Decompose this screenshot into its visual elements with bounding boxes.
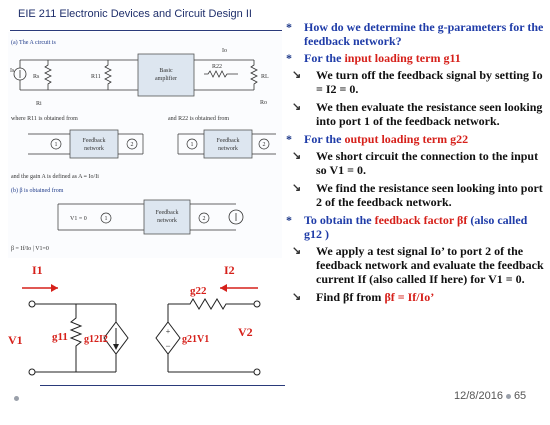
feedback-network-right [203,129,253,159]
fb-b-line1: Feedback [156,210,179,216]
and-r22: and R22 is obtained from [168,115,229,122]
r22-label: R22 [212,64,222,70]
svg-text:−: − [165,341,170,351]
fig-a-label: (a) The A circuit is [11,39,57,46]
fb-right-line2: network [218,146,238,152]
sub-bullet-4-2: ↘Find βf from βf = If/Io’ [292,290,435,304]
fb-right-line1: Feedback [217,138,240,144]
output-loading-term: output loading term g22 [344,132,469,146]
g21v1-dependent-source [155,321,181,355]
g11-resistor [69,304,83,372]
fb-left-port2: 2 [131,142,134,148]
fb-right-port1: 1 [191,142,194,148]
fb-left-port1: 1 [55,142,58,148]
fb-left-line1: Feedback [83,138,106,144]
is-label: Is [10,68,15,74]
g22-label: g22 [190,285,207,297]
bullet-2: * For the input loading term g11 [286,51,461,65]
beta-def: β = If/Io | V1=0 [11,245,49,252]
bullet-1: * How do we determine the g-parameters f… [286,20,544,48]
slide-footer: 12/8/2016 65 [454,390,526,402]
r11-label: R11 [91,74,101,80]
g-parameter-circuit: I1 I2 V1 g11 g12I2 g22 + − g21V1 V2 [8,263,261,376]
v2-label: V2 [238,325,253,339]
g22-resistor [186,298,254,310]
g12i2-label: g12I2 [84,334,108,345]
v1-label: V1 [8,333,23,347]
basic-amp-line2: amplifier [155,75,177,82]
rs-label: Rs [33,74,40,80]
sub-bullet-4-1: ↘We apply a test signal Io’ to port 2 of… [292,244,544,286]
sub-bullet-2-2: ↘We then evaluate the resistance seen lo… [292,100,543,128]
feedback-factor-term: feedback factor βf [374,213,468,227]
bullet-3: * For the output loading term g22 [286,132,469,146]
feedback-network-left [69,129,119,159]
gain-def: and the gain A is defined as A ≡ Io/Ii [11,173,99,180]
input-loading-term: input loading term g11 [344,51,461,65]
sub-bullet-3-2: ↘We find the resistance seen looking int… [292,181,543,209]
g11-label: g11 [52,331,68,343]
feedback-network-beta [143,199,191,235]
textbook-figure: (a) The A circuit is Is Rs R11 Ri Basic … [8,32,282,258]
slide-number: 65 [513,390,527,402]
rl-resistor [250,60,258,90]
g21v1-label: g21V1 [182,334,209,345]
slide-date: 12/8/2016 [454,390,503,402]
basic-amplifier-box [137,53,195,97]
i2-label: I2 [224,263,235,277]
beta-formula: βf = If/Io’ [384,290,435,304]
fb-right-port2: 2 [263,142,266,148]
sub-bullet-2-1: ↘We turn off the feedback signal by sett… [292,68,543,96]
bullet-1-text: How do we determine the g-parameters for… [304,20,544,48]
r22-resistor [204,70,238,78]
fb-left-line2: network [84,146,104,152]
rs-resistor [44,60,52,90]
v1-zero: V1 = 0 [70,216,87,222]
io-label: Io [222,48,227,54]
footer-rule [40,385,285,386]
bullet-4: * To obtain the feedback factor βf (also… [286,213,528,241]
ro-label: Ro [260,100,267,106]
rl-label: RL [261,74,269,80]
footer-bullet-dot [14,396,19,401]
io-source-beta [228,209,244,225]
course-header: EIE 211 Electronic Devices and Circuit D… [18,8,252,20]
fb-b-port1: 1 [105,216,108,222]
where-r11: where R11 is obtained from [11,115,78,122]
fb-b-port2: 2 [203,216,206,222]
fig-b-label: (b) β is obtained from [11,187,64,194]
basic-amp-line1: Basic [159,68,173,74]
bullet-list: * How do we determine the g-parameters f… [286,20,548,308]
header-rule [10,30,282,31]
svg-text:+: + [166,327,171,336]
footer-separator-dot [505,393,511,399]
sub-bullet-3-1: ↘We short circuit the connection to the … [292,149,539,177]
fb-b-line2: network [157,218,177,224]
ri-label: Ri [36,101,42,107]
r11-resistor [104,60,112,90]
i1-label: I1 [32,263,43,277]
